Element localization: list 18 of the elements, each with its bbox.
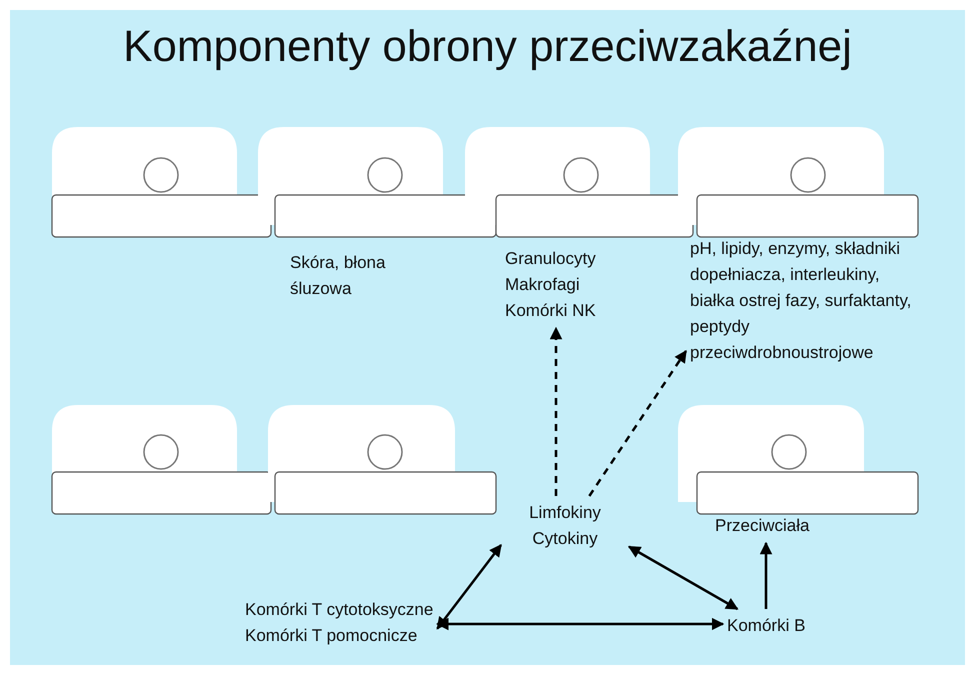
arrow	[436, 618, 724, 630]
node-text: Cytokiny	[531, 528, 599, 550]
node-text: Makrofagi	[505, 274, 581, 296]
node-text: Komórki T pomocnicze	[245, 625, 418, 647]
arrow	[550, 326, 562, 496]
node-text: Komórki T cytotoksyczne	[245, 599, 434, 621]
arrow	[760, 542, 772, 609]
node-text: Granulocyty	[505, 248, 596, 270]
title: Komponenty obrony przeciwzakaźnej	[122, 22, 853, 72]
node-text: pH, lipidy, enzymy, składniki dopełniacza, interleukiny, białka ostrej fazy, surfaktanty, peptydy przeciwdrobnoustrojowe	[690, 238, 912, 364]
node-text: Komórki NK	[505, 300, 596, 322]
node-text: Limfokiny	[528, 502, 602, 524]
arrow	[436, 544, 502, 630]
node-text: Komórki B	[727, 615, 806, 637]
text-label: Skóra, błona śluzowa	[290, 252, 386, 300]
arrow	[628, 546, 738, 610]
node-text: Przeciwciała	[715, 515, 810, 537]
arrow	[588, 350, 688, 497]
